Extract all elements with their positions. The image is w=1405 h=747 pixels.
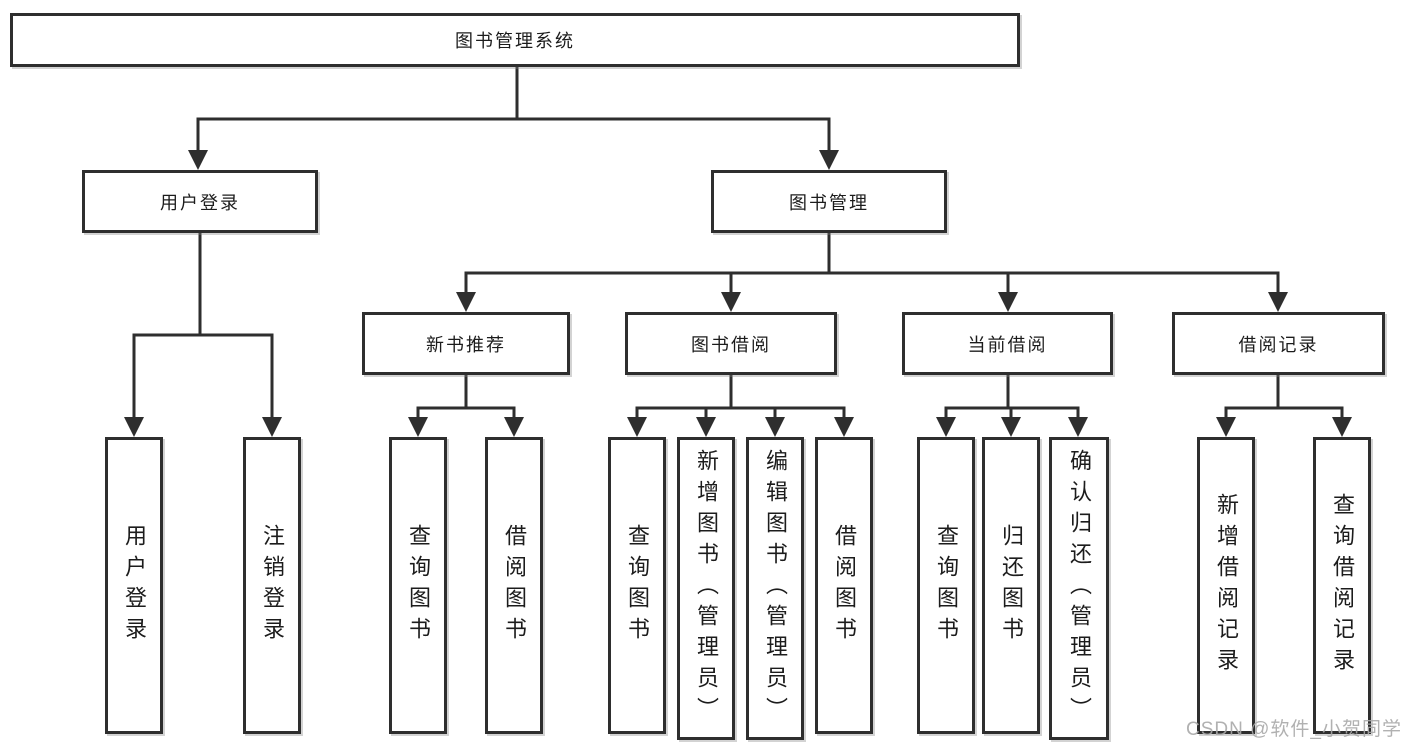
arrowhead-login-leaf1-icon	[124, 417, 144, 437]
csdn-watermark: CSDN @软件_小贺同学	[1186, 719, 1402, 740]
node-new-book-recommend-label: 新书推荐	[426, 334, 506, 355]
arrowhead-bor-leaf3-icon	[765, 417, 785, 437]
leaf-user-login-label: 用户登录	[122, 523, 147, 648]
leaf-query-borrow-record: 查询借阅记录	[1313, 437, 1371, 734]
leaf-add-books-admin-label: 新增图书（管理员）	[694, 449, 719, 728]
leaf-logout: 注销登录	[243, 437, 301, 734]
leaf-recommend-query-books-label: 查询图书	[406, 523, 431, 648]
leaf-query-borrow-record-label: 查询借阅记录	[1330, 492, 1355, 679]
node-user-login-label: 用户登录	[160, 192, 240, 213]
leaf-borrow-books: 借阅图书	[815, 437, 873, 734]
node-book-management-label: 图书管理	[789, 192, 869, 213]
leaf-add-books-admin: 新增图书（管理员）	[677, 437, 735, 740]
connector-level2-rail	[196, 117, 831, 152]
leaf-recommend-query-books: 查询图书	[389, 437, 447, 734]
leaf-borrow-books-label: 借阅图书	[832, 523, 857, 648]
node-borrowing-records-label: 借阅记录	[1238, 334, 1319, 355]
arrowhead-cur-leaf2-icon	[1001, 417, 1021, 437]
node-current-borrowing: 当前借阅	[902, 312, 1113, 375]
arrowhead-bor-leaf4-icon	[834, 417, 854, 437]
arrowhead-rec-leaf1-icon	[408, 417, 428, 437]
leaf-edit-books-admin: 编辑图书（管理员）	[746, 437, 804, 740]
connector-records-rail	[1224, 406, 1344, 418]
node-book-management: 图书管理	[711, 170, 947, 233]
node-new-book-recommend: 新书推荐	[362, 312, 570, 375]
leaf-add-borrow-record-label: 新增借阅记录	[1214, 492, 1239, 679]
node-book-borrowing-label: 图书借阅	[691, 334, 771, 355]
arrowhead-current-icon	[998, 292, 1018, 312]
leaf-confirm-return-admin-label: 确认归还（管理员）	[1067, 449, 1092, 728]
leaf-current-query-books-label: 查询图书	[934, 523, 959, 648]
arrowhead-bor-leaf2-icon	[696, 417, 716, 437]
arrowhead-recommend-icon	[456, 292, 476, 312]
leaf-edit-books-admin-label: 编辑图书（管理员）	[763, 449, 788, 728]
arrowhead-login-icon	[188, 150, 208, 170]
node-book-borrowing: 图书借阅	[625, 312, 837, 375]
arrowhead-borrow-icon	[721, 292, 741, 312]
arrowhead-cur-leaf3-icon	[1068, 417, 1088, 437]
arrowhead-rec-leaf2-icon	[504, 417, 524, 437]
arrowhead-bor-leaf1-icon	[627, 417, 647, 437]
arrowhead-mgmt-icon	[819, 150, 839, 170]
leaf-current-query-books: 查询图书	[917, 437, 975, 734]
connector-borrow-rail	[635, 406, 846, 418]
arrowhead-cur-leaf1-icon	[936, 417, 956, 437]
leaf-return-books-label: 归还图书	[999, 523, 1024, 648]
connector-level3-rail	[464, 271, 1280, 293]
node-root: 图书管理系统	[10, 13, 1020, 67]
node-borrowing-records: 借阅记录	[1172, 312, 1385, 375]
node-root-label: 图书管理系统	[455, 31, 575, 51]
leaf-recommend-borrow-books: 借阅图书	[485, 437, 543, 734]
leaf-user-login: 用户登录	[105, 437, 163, 734]
node-user-login: 用户登录	[82, 170, 318, 233]
arrowhead-login-leaf2-icon	[262, 417, 282, 437]
arrowhead-records-icon	[1268, 292, 1288, 312]
connector-recommend-rail	[416, 406, 516, 418]
leaf-confirm-return-admin: 确认归还（管理员）	[1049, 437, 1109, 740]
leaf-add-borrow-record: 新增借阅记录	[1197, 437, 1255, 734]
leaf-recommend-borrow-books-label: 借阅图书	[502, 523, 527, 648]
leaf-borrow-query-books: 查询图书	[608, 437, 666, 734]
leaf-return-books: 归还图书	[982, 437, 1040, 734]
connector-login-rail	[132, 333, 274, 418]
leaf-logout-label: 注销登录	[260, 523, 285, 648]
arrowhead-log-leaf2-icon	[1332, 417, 1352, 437]
node-current-borrowing-label: 当前借阅	[967, 334, 1048, 355]
arrowhead-log-leaf1-icon	[1216, 417, 1236, 437]
leaf-borrow-query-books-label: 查询图书	[625, 523, 650, 648]
